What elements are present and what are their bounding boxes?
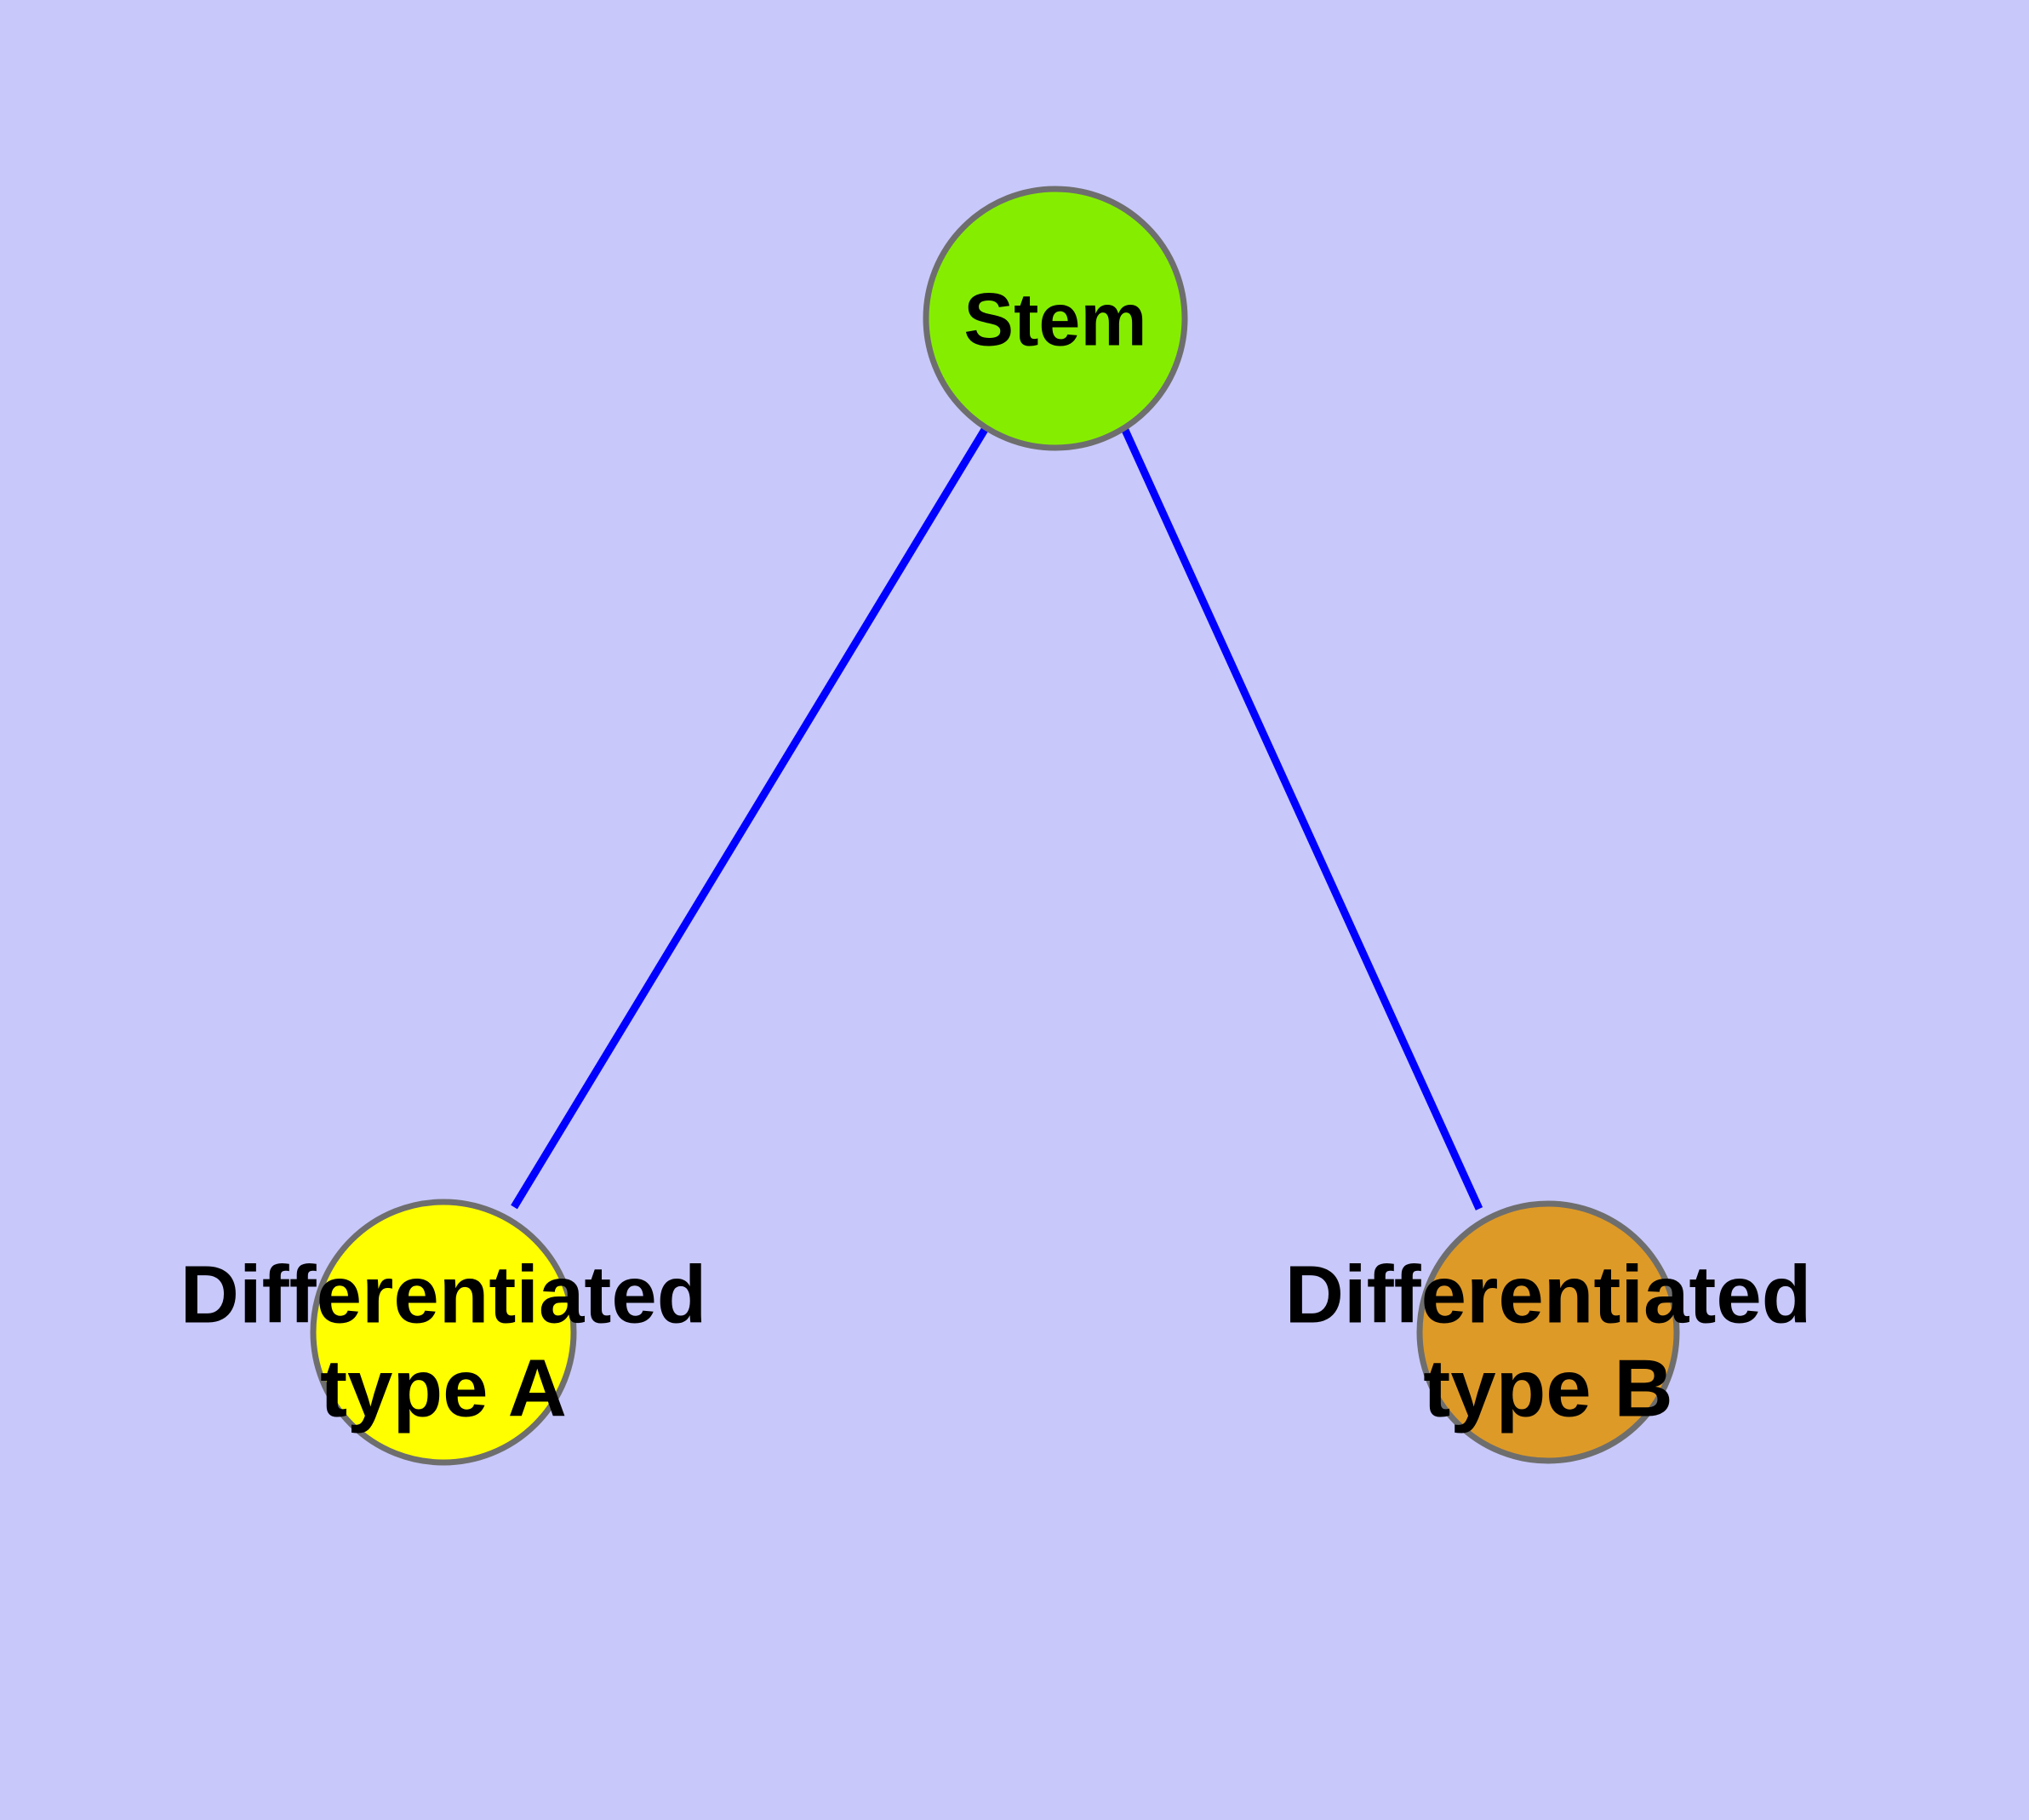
node-differentiated-type-b-label-line1: Differentiated: [1285, 1249, 1812, 1340]
node-differentiated-type-a-circle[interactable]: [310, 1199, 577, 1466]
node-differentiated-type-a-label-line1: Differentiated: [180, 1249, 707, 1340]
node-layer: Stem Differentiated type A Differentiate…: [180, 186, 1812, 1466]
edge-layer: [511, 426, 1483, 1210]
node-stem-circle[interactable]: [923, 186, 1188, 451]
node-differentiated-type-b-circle[interactable]: [1416, 1200, 1680, 1464]
edge-stem-to-differentiated-type-b[interactable]: [1120, 426, 1483, 1210]
node-differentiated-type-b-label-line2: type B: [1423, 1342, 1672, 1434]
node-differentiated-type-a-label-line2: type A: [320, 1342, 567, 1434]
edge-stem-to-differentiated-type-a[interactable]: [511, 426, 989, 1210]
node-stem[interactable]: Stem: [923, 186, 1188, 451]
node-differentiated-type-a[interactable]: Differentiated type A: [180, 1199, 707, 1466]
node-stem-label: Stem: [963, 277, 1146, 361]
node-differentiated-type-b[interactable]: Differentiated type B: [1285, 1200, 1812, 1464]
